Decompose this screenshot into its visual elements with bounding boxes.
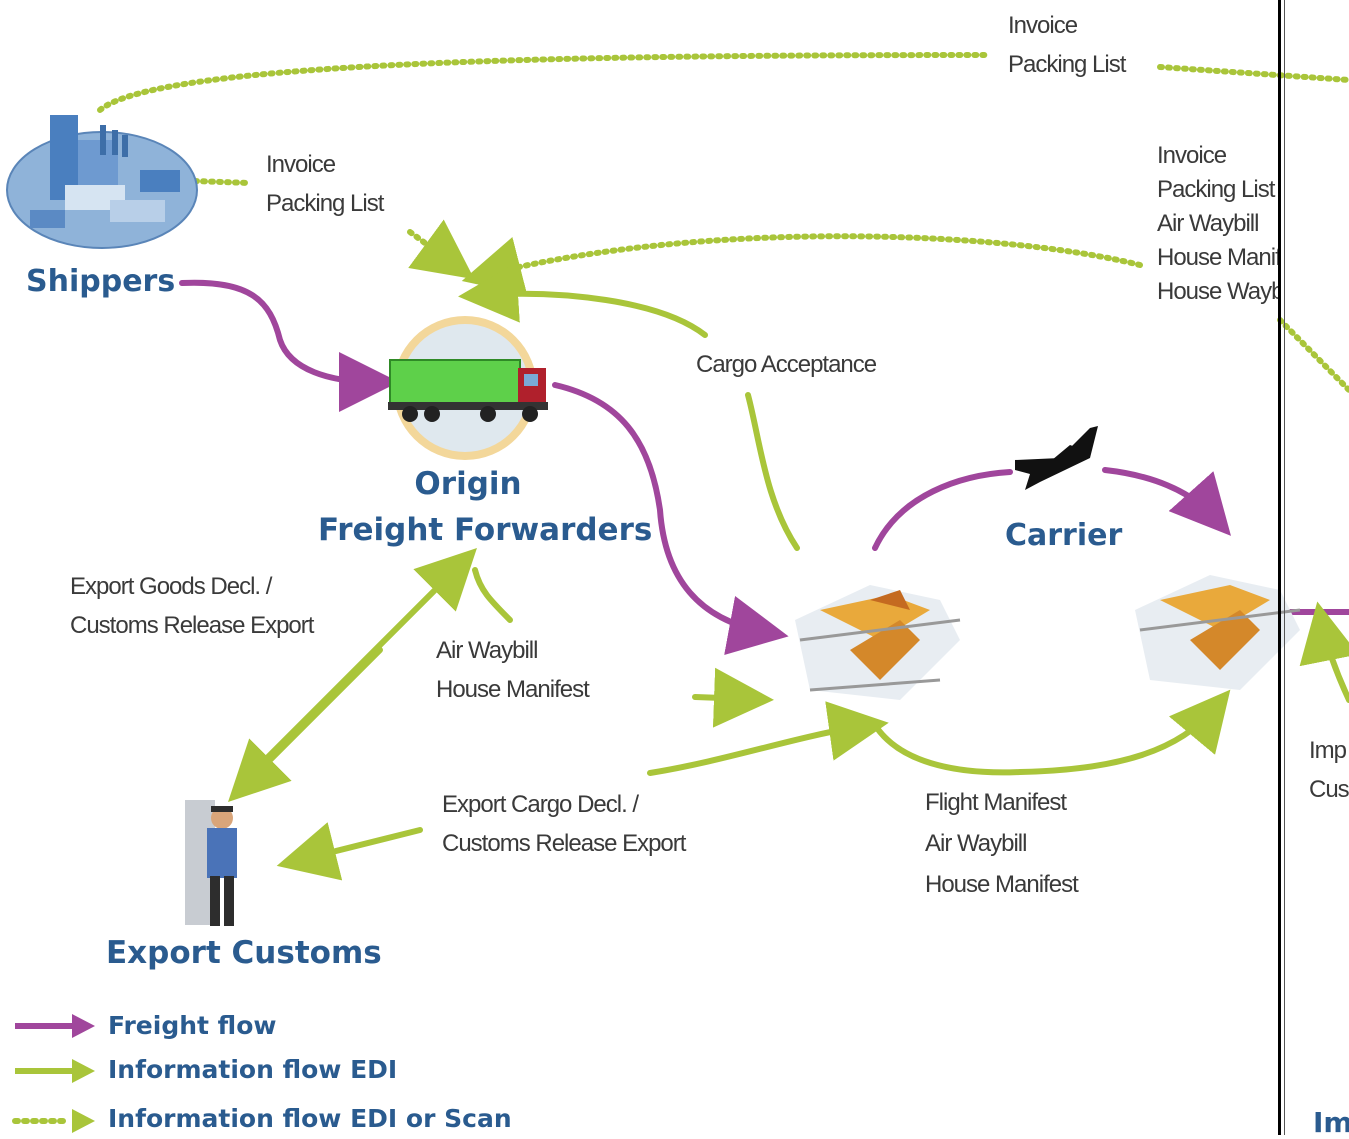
- info-flows: [228, 262, 1349, 881]
- freight-carrier-arc-right: [1102, 467, 1231, 536]
- factory-icon: [6, 115, 198, 249]
- info-import-flow: [1299, 601, 1349, 703]
- export-cargo-label: Export Cargo Decl. /Customs Release Expo…: [442, 791, 686, 857]
- dotted-flow-top: [97, 52, 993, 113]
- legend-info-edi-text: Information flow EDI: [108, 1055, 398, 1084]
- legend-freight-arrowhead: [72, 1014, 95, 1038]
- dotted-flow-label-to-forwarder: [407, 219, 475, 280]
- info-acceptance-to-terminal: [745, 392, 800, 551]
- info-customs-to-terminal: [647, 701, 889, 776]
- info-manifest-arc: [874, 689, 1231, 776]
- export-customs-title: Export Customs: [106, 935, 382, 971]
- page-divider-inner: [1284, 0, 1285, 1135]
- carrier-title: Carrier: [1005, 518, 1123, 553]
- shippers-title: Shippers: [26, 264, 176, 299]
- origin-title-line2: Freight Forwarders: [318, 512, 653, 548]
- dotted-flow-right-to-forwarder: [461, 233, 1143, 296]
- legend-info-scan-text: Information flow EDI or Scan: [108, 1104, 512, 1133]
- info-waybill-to-terminal: [692, 667, 774, 728]
- freight-forwarder-to-terminal: [552, 382, 789, 655]
- freight-shippers-to-forwarder: [179, 279, 399, 412]
- info-forwarder-to-customs: [228, 647, 383, 802]
- airport-terminal-icon-right: [1135, 575, 1301, 690]
- dotted-flows: [97, 52, 1349, 393]
- legend-scan-arrowhead: [72, 1109, 95, 1133]
- info-waybill-hook: [472, 567, 513, 623]
- legend-info-arrowhead: [72, 1059, 95, 1083]
- import-title-cut: Im: [1313, 1106, 1349, 1139]
- legend-freight-text: Freight flow: [108, 1011, 277, 1040]
- customs-officer-icon: [185, 800, 237, 926]
- dotted-flow-right-down: [1277, 317, 1349, 393]
- freight-flows: [179, 279, 1349, 655]
- airplane-icon: [1015, 426, 1098, 490]
- info-declaration-to-customs: [276, 822, 423, 881]
- page-divider: [1278, 0, 1281, 1135]
- info-acceptance-to-forwarder: [458, 262, 708, 338]
- origin-title-line1: Origin: [414, 466, 522, 502]
- truck-icon: [388, 316, 548, 460]
- cargo-acceptance-label: Cargo Acceptance: [696, 351, 877, 378]
- airport-terminal-icon: [795, 585, 961, 700]
- export-goods-label: Export Goods Decl. /Customs Release Expo…: [70, 573, 314, 639]
- dotted-flow-top-right: [1157, 64, 1349, 83]
- dotted-flow-shipper-to-label: [192, 178, 253, 186]
- legend-markers: [12, 1014, 95, 1133]
- freight-carrier-arc-left: [872, 469, 1013, 551]
